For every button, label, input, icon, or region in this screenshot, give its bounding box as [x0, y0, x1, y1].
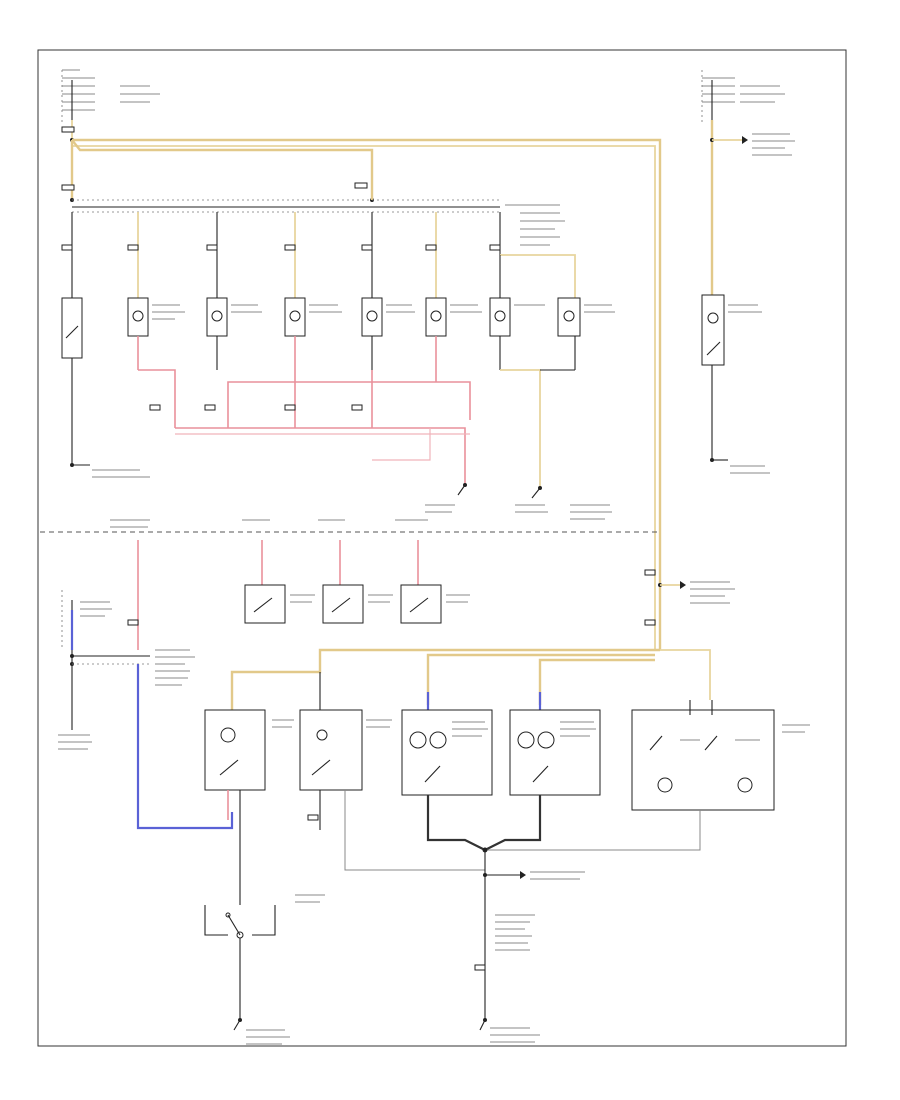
lower-left-switch: [204, 880, 325, 1045]
lower-ground-network: [227, 790, 701, 1043]
upper-lamp-row: [61, 212, 615, 359]
top-right-circuit: [701, 70, 795, 474]
switch-component-1: [61, 297, 83, 359]
ground-labels-mid: [425, 504, 612, 520]
lamp-assembly-left: [204, 709, 266, 791]
right-lamp-switch: [701, 294, 725, 366]
main-power-bus: [61, 120, 662, 650]
diagram-frame: [37, 49, 847, 1047]
lower-lamp-row: [204, 700, 810, 811]
fuse-box-header-left: [61, 69, 160, 125]
lamp-assembly-mid: [299, 709, 363, 791]
lamp-assembly-right-2: [509, 709, 601, 796]
red-ground-network: [137, 336, 471, 496]
overhead-console-assembly: [631, 709, 775, 811]
upper-right-return: [499, 336, 576, 499]
lower-feed-network: [230, 648, 711, 712]
left-ground-chain: [70, 358, 150, 478]
blue-wire: [136, 664, 234, 830]
right-mid-connector: [644, 569, 735, 626]
lamp-assembly-right-1: [401, 709, 493, 796]
splice-label-block: [505, 204, 565, 246]
mid-switch-row: [110, 519, 470, 650]
